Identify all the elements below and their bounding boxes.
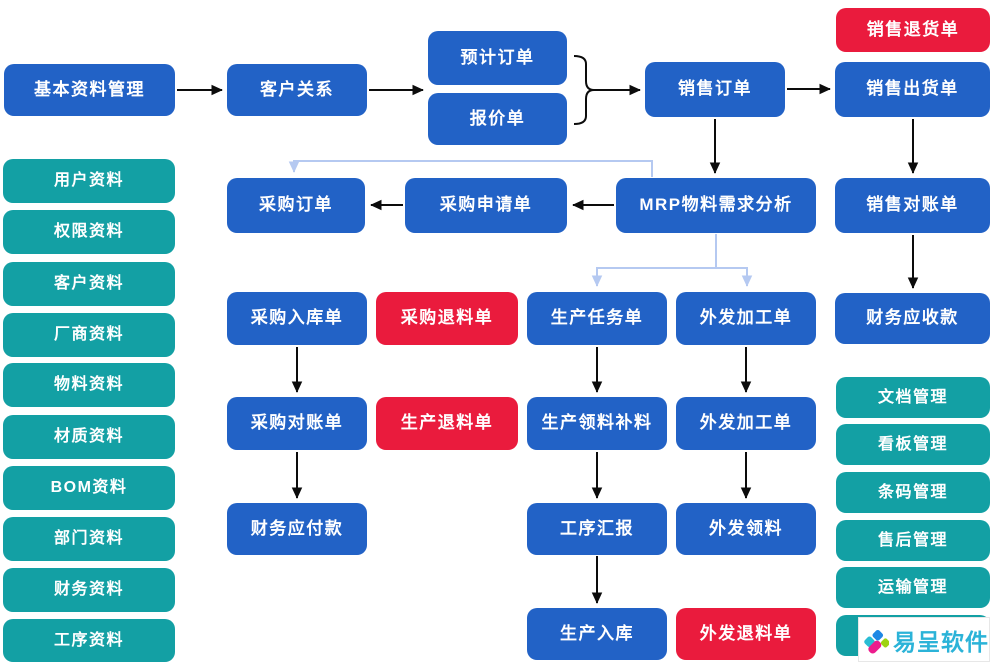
sidebar-item-material-data: 物料资料	[3, 363, 175, 407]
sidebar-item-finance-data: 财务资料	[3, 568, 175, 612]
node-purchase-request: 采购申请单	[405, 178, 567, 233]
black-arrows	[177, 55, 919, 604]
node-production-task: 生产任务单	[527, 292, 667, 345]
brace	[573, 55, 595, 125]
node-customer-relation: 客户关系	[227, 64, 367, 116]
node-sales-reconciliation: 销售对账单	[835, 178, 990, 233]
node-basic-data: 基本资料管理	[4, 64, 175, 116]
node-sales-shipment: 销售出货单	[835, 62, 990, 117]
logo: 易呈软件	[858, 617, 990, 662]
sidebar-item-aftersales-mgmt: 售后管理	[836, 520, 990, 561]
logo-text: 易呈软件	[893, 628, 989, 655]
sidebar-item-permission-data: 权限资料	[3, 210, 175, 254]
connector-mrp-to-purchaseorder	[288, 160, 653, 177]
node-quotation: 报价单	[428, 93, 567, 145]
logo-icon	[864, 629, 889, 654]
sidebar-item-kanban-mgmt: 看板管理	[836, 424, 990, 465]
node-production-return: 生产退料单	[376, 397, 518, 450]
node-purchase-order: 采购订单	[227, 178, 365, 233]
node-mrp-analysis: MRP物料需求分析	[616, 178, 816, 233]
node-purchase-return: 采购退料单	[376, 292, 518, 345]
node-purchase-inbound: 采购入库单	[227, 292, 367, 345]
node-process-report: 工序汇报	[527, 503, 667, 555]
sidebar-item-department-data: 部门资料	[3, 517, 175, 561]
node-sales-order: 销售订单	[645, 62, 785, 117]
node-production-inbound: 生产入库	[527, 608, 667, 660]
sidebar-item-transport-mgmt: 运输管理	[836, 567, 990, 608]
sidebar-item-vendor-data: 厂商资料	[3, 313, 175, 357]
node-finance-receivable: 财务应收款	[835, 293, 990, 344]
node-outsource-picking: 外发领料	[676, 503, 816, 555]
node-finance-payable: 财务应付款	[227, 503, 367, 555]
light-blue-connectors	[288, 160, 753, 287]
sidebar-item-document-mgmt: 文档管理	[836, 377, 990, 418]
node-forecast-order: 预计订单	[428, 31, 567, 85]
node-outsource-return: 外发退料单	[676, 608, 816, 660]
sidebar-item-bom-data: BOM资料	[3, 466, 175, 510]
node-purchase-reconciliation: 采购对账单	[227, 397, 367, 450]
sidebar-item-barcode-mgmt: 条码管理	[836, 472, 990, 513]
sidebar-item-customer-data: 客户资料	[3, 262, 175, 306]
sidebar-item-user-data: 用户资料	[3, 159, 175, 203]
sidebar-item-process-data: 工序资料	[3, 619, 175, 662]
node-outsource-process-1: 外发加工单	[676, 292, 816, 345]
node-production-picking: 生产领料补料	[527, 397, 667, 450]
sidebar-item-substance-data: 材质资料	[3, 415, 175, 459]
node-sales-return: 销售退货单	[836, 8, 990, 52]
node-outsource-process-2: 外发加工单	[676, 397, 816, 450]
